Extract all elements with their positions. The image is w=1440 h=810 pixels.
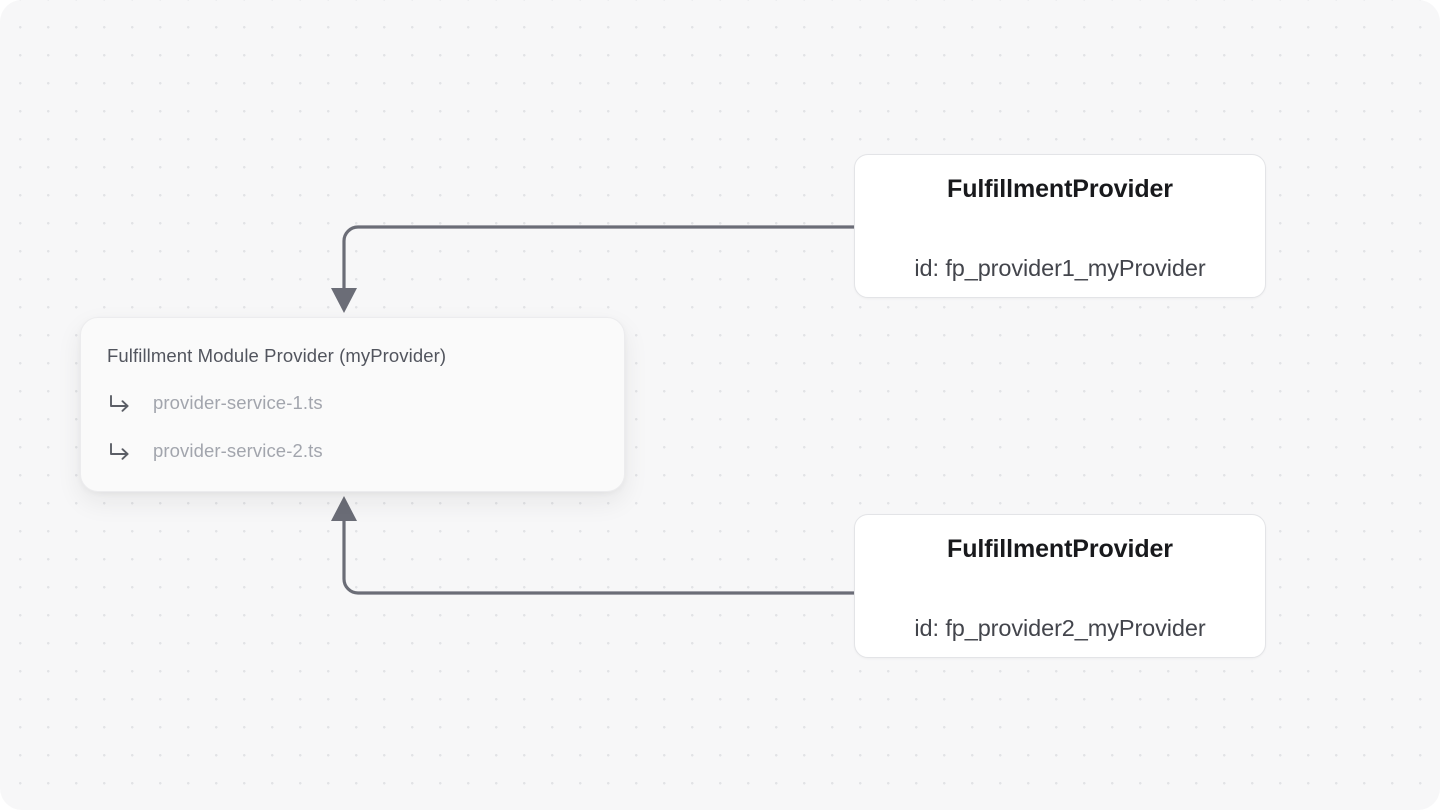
entity-id: id: fp_provider1_myProvider <box>914 255 1206 281</box>
entity-title: FulfillmentProvider <box>947 175 1173 203</box>
module-file-name: provider-service-1.ts <box>153 392 323 413</box>
module-provider-title: Fulfillment Module Provider (myProvider) <box>107 345 447 366</box>
entity-card-fulfillment-provider-1[interactable]: FulfillmentProvider id: fp_provider1_myP… <box>854 154 1266 298</box>
module-provider-panel[interactable]: Fulfillment Module Provider (myProvider)… <box>80 317 625 492</box>
arrow-turn-down-right-icon <box>107 440 133 462</box>
entity-id: id: fp_provider2_myProvider <box>914 615 1206 641</box>
edge-provider2-to-module <box>331 496 855 595</box>
list-item[interactable]: provider-service-1.ts <box>107 386 598 420</box>
module-file-name: provider-service-2.ts <box>153 440 323 461</box>
list-item[interactable]: provider-service-2.ts <box>107 434 598 468</box>
entity-title: FulfillmentProvider <box>947 535 1173 563</box>
arrow-turn-down-right-icon <box>107 392 133 414</box>
edge-provider1-to-module <box>331 225 855 313</box>
entity-card-fulfillment-provider-2[interactable]: FulfillmentProvider id: fp_provider2_myP… <box>854 514 1266 658</box>
